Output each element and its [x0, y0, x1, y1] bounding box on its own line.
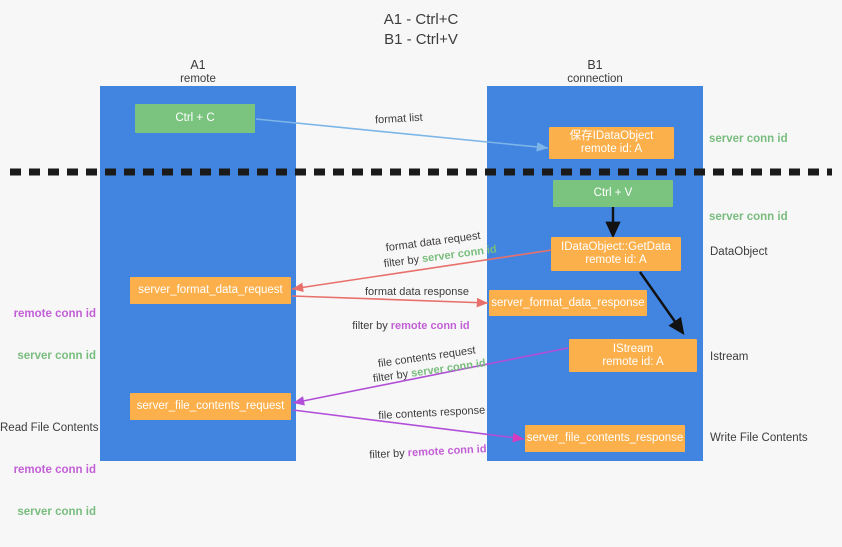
edge-fmt-resp-filter-pre: filter by: [352, 320, 391, 332]
annotation-server-conn-id-left-2: server conn id: [17, 506, 96, 518]
annotation-left-conn-ids-format: remote conn id server conn id: [0, 279, 96, 391]
lane-b1-sub: connection: [567, 73, 623, 85]
page-title: A1 - Ctrl+C B1 - Ctrl+V: [383, 11, 459, 48]
box-server-file-contents-response[interactable]: server_file_contents_response: [525, 425, 685, 452]
box-server-format-data-request[interactable]: server_format_data_request: [130, 277, 291, 304]
box-fmt-data-request-label: server_format_data_request: [138, 284, 283, 296]
box-file-contents-request-label: server_file_contents_request: [136, 400, 285, 412]
box-getdata-line1: IDataObject::GetData: [561, 241, 671, 253]
box-idataobject-line2: remote id: A: [580, 143, 643, 155]
annotation-read-file-contents: Read File Contents: [0, 422, 99, 434]
annotation-remote-conn-id-1: remote conn id: [13, 308, 96, 320]
lane-a1-name: A1: [190, 58, 206, 72]
box-ctrl-v[interactable]: Ctrl + V: [553, 180, 673, 207]
box-istream-line2: remote id: A: [602, 355, 664, 368]
box-idataobject[interactable]: 保存IDataObject remote id: A: [549, 127, 674, 159]
edge-file-resp-filter-pre: filter by: [369, 447, 409, 462]
lane-header-a1: A1 remote: [100, 58, 296, 86]
annotation-dataobject: DataObject: [710, 246, 768, 258]
edge-fmt-req-filter-pre: filter by: [383, 253, 423, 271]
annotation-remote-conn-id-2: remote conn id: [13, 464, 96, 476]
lane-a1-sub: remote: [180, 73, 216, 85]
edge-label-file-contents-response: file contents response: [378, 404, 486, 422]
edge-file-req-filter-pre: filter by: [372, 367, 413, 386]
box-fmt-data-response-label: server_format_data_response: [491, 296, 645, 309]
box-server-format-data-response[interactable]: server_format_data_response: [489, 290, 647, 316]
annotation-server-conn-id-left-1: server conn id: [17, 350, 96, 362]
annotation-server-conn-id-second: server conn id: [709, 211, 788, 223]
box-getdata-line2: remote id: A: [585, 254, 647, 266]
annotation-read-file-contents-group: Read File Contents remote conn id server…: [0, 393, 99, 547]
annotation-write-file-contents: Write File Contents: [710, 432, 808, 444]
box-istream[interactable]: IStream remote id: A: [569, 339, 697, 372]
lane-b1-name: B1: [587, 58, 603, 72]
edge-fmt-req-filter-key: server conn id: [421, 243, 498, 266]
annotation-server-conn-id-top: server conn id: [709, 133, 788, 145]
edge-label-file-contents-response-filter: filter by remote conn id: [356, 428, 488, 477]
box-ctrl-c[interactable]: Ctrl + C: [135, 104, 255, 133]
box-ctrl-v-label: Ctrl + V: [593, 187, 633, 199]
edge-file-req-filter-key: server conn id: [410, 357, 487, 380]
box-idataobject-line1: 保存IDataObject: [569, 130, 654, 142]
lane-header-b1: B1 connection: [487, 58, 703, 86]
box-server-file-contents-request[interactable]: server_file_contents_request: [130, 393, 291, 420]
edge-label-format-data-response-filter: filter by remote conn id: [340, 305, 470, 347]
edge-file-resp-filter-key: remote conn id: [407, 443, 487, 460]
box-ctrl-c-label: Ctrl + C: [175, 112, 215, 124]
annotation-istream: Istream: [710, 351, 749, 363]
edge-label-format-data-response: format data response: [365, 286, 469, 298]
box-file-contents-response-label: server_file_contents_response: [526, 432, 684, 444]
edge-fmt-resp-filter-key: remote conn id: [390, 320, 470, 332]
edge-label-format-list: format list: [374, 111, 423, 127]
box-istream-line1: IStream: [612, 342, 654, 355]
diagram-canvas: A1 - Ctrl+C B1 - Ctrl+V A1 remote B1 con…: [0, 11, 832, 518]
box-idataobject-getdata[interactable]: IDataObject::GetData remote id: A: [551, 237, 681, 271]
